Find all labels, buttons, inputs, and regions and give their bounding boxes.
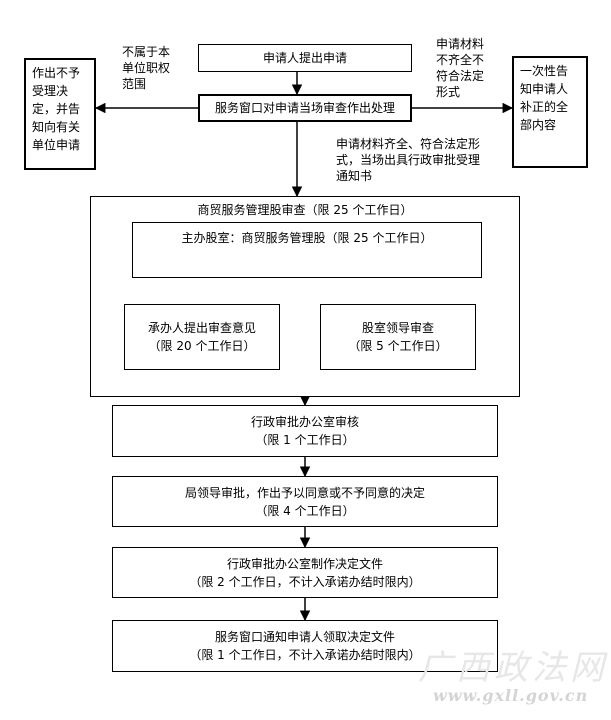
leader-review-box: 股室领导审查 （限 5 个工作日） xyxy=(320,304,476,370)
document-title: 行政审批办公室制作决定文件 xyxy=(226,556,383,571)
right-result-box: 一次性告 知申请人 补正的全 部内容 xyxy=(512,56,588,168)
notify-title: 服务窗口通知申请人领取决定文件 xyxy=(214,630,395,644)
host-dept-box: 主办股室：商贸服务管理股（限 25 个工作日） xyxy=(132,222,482,278)
bureau-approval-limit: （限 4 个工作日） xyxy=(255,503,355,518)
bureau-approval-title: 局领导审批，作出予以同意或不予同意的决定 xyxy=(184,485,425,500)
leader-review-title: 股室领导审查 xyxy=(361,321,434,335)
office-review-box: 行政审批办公室审核 （限 1 个工作日） xyxy=(112,405,498,457)
officer-opinion-box: 承办人提出审查意见 （限 20 个工作日） xyxy=(124,304,280,370)
apply-text: 申请人提出申请 xyxy=(262,51,347,65)
watermark-logo: 广西政法网 xyxy=(418,648,608,688)
watermark-url: www.gxll.gov.cn xyxy=(433,686,589,705)
apply-box: 申请人提出申请 xyxy=(198,44,412,72)
host-dept-text: 主办股室：商贸服务管理股（限 25 个工作日） xyxy=(181,231,433,245)
notify-box: 服务窗口通知申请人领取决定文件 （限 1 个工作日，不计入承诺办结时限内） xyxy=(112,620,498,672)
office-review-title: 行政审批办公室审核 xyxy=(250,415,359,429)
left-condition-note: 不属于本 单位职权 范围 xyxy=(122,45,171,91)
window-review-box: 服务窗口对申请当场审查作出处理 xyxy=(198,94,412,122)
bureau-approval-box: 局领导审批，作出予以同意或不予同意的决定 （限 4 个工作日） xyxy=(112,476,498,527)
officer-opinion-limit: （限 20 个工作日） xyxy=(148,339,256,353)
document-box: 行政审批办公室制作决定文件 （限 2 个工作日，不计入承诺办结时限内） xyxy=(112,547,498,598)
officer-opinion-title: 承办人提出审查意见 xyxy=(147,321,256,335)
notify-limit: （限 1 个工作日，不计入承诺办结时限内） xyxy=(189,648,421,662)
office-review-limit: （限 1 个工作日） xyxy=(255,433,355,447)
right-condition-note: 申请材料 不齐全不 符合法定 形式 xyxy=(436,37,485,99)
down-condition-note: 申请材料齐全、符合法定形 式，当场出具行政审批受理 通知书 xyxy=(336,137,481,183)
window-review-text: 服务窗口对申请当场审查作出处理 xyxy=(214,101,395,115)
dept-review-title: 商贸服务管理股审查（限 25 个工作日） xyxy=(197,203,413,217)
left-result-box: 作出不予 受理决 定，并告 知向有关 单位申请 xyxy=(24,58,96,170)
leader-review-limit: （限 5 个工作日） xyxy=(348,339,448,353)
document-limit: （限 2 个工作日，不计入承诺办结时限内） xyxy=(189,574,421,589)
